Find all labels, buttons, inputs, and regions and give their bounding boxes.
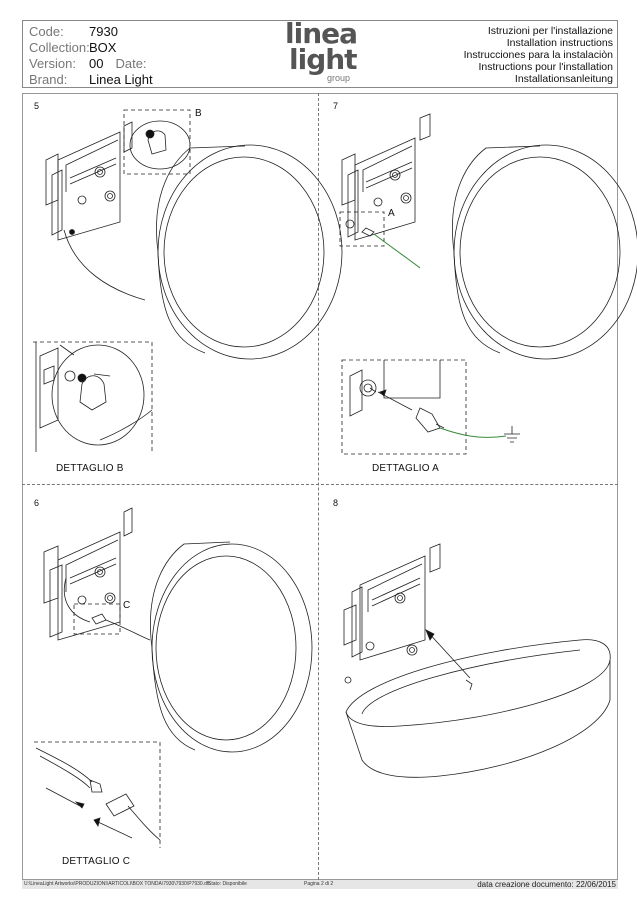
footer-file-path: U:\LineaLight Artworks\PRODUZIONI\ARTICO… — [24, 881, 210, 887]
document-header: Code: Collection: Version: Brand: 7930 B… — [22, 19, 618, 88]
step-6-callout: C — [123, 600, 131, 611]
brand-value: Linea Light — [89, 72, 153, 87]
step-5-number: 5 — [34, 101, 40, 111]
step-7-callout: A — [388, 208, 395, 219]
version-label: Version: — [29, 56, 76, 71]
step-6-number: 6 — [34, 498, 40, 508]
instruction-en: Installation instructions — [506, 37, 613, 49]
step-5-caption: DETTAGLIO B — [56, 463, 124, 474]
step-7-number: 7 — [333, 101, 339, 111]
instruction-fr: Instructions pour l'installation — [478, 61, 614, 73]
collection-label: Collection: — [29, 40, 90, 55]
code-label: Code: — [29, 24, 64, 39]
step7-lamp-drawing — [339, 113, 637, 360]
step-5-callout: B — [195, 108, 202, 119]
step-6-caption: DETTAGLIO C — [62, 856, 131, 867]
date-label: Date: — [115, 56, 147, 71]
horizontal-divider — [22, 484, 618, 485]
detail-c-drawing — [34, 741, 161, 848]
step6-lamp-drawing — [43, 507, 313, 753]
logo-line3: group — [327, 73, 351, 83]
step-7-caption: DETTAGLIO A — [372, 463, 440, 474]
step8-lamp-drawing — [343, 543, 611, 778]
logo-line1: linea — [285, 17, 358, 50]
drawing-frame — [22, 93, 618, 880]
instructions-list: Istruzioni per l'installazione Installat… — [464, 25, 613, 85]
header-labels: Code: Collection: Version: Brand: — [29, 24, 90, 88]
code-value: 7930 — [89, 24, 118, 39]
detail-a-drawing — [341, 359, 520, 455]
step5-lamp-drawing — [45, 109, 343, 360]
linea-light-logo: linea light group — [285, 19, 365, 87]
version-value: 00 — [89, 56, 104, 71]
instruction-it: Istruzioni per l'installazione — [487, 25, 613, 37]
detail-b-drawing — [33, 341, 153, 452]
brand-label: Brand: — [29, 72, 68, 87]
step-8-number: 8 — [333, 498, 339, 508]
logo-line2: light — [289, 43, 358, 76]
footer-page: Pagina 2 di 2 — [304, 881, 334, 887]
footer-status: Stato: Disponibile — [208, 881, 247, 887]
collection-value: BOX — [89, 40, 117, 55]
footer-creation-date: data creazione documento: 22/06/2015 — [477, 880, 616, 889]
instruction-es: Instrucciones para la instalaciòn — [463, 49, 613, 61]
document-footer: U:\LineaLight Artworks\PRODUZIONI\ARTICO… — [22, 880, 618, 889]
instruction-de: Installationsanleitung — [514, 73, 613, 85]
header-values: 7930 BOX 00 Date: Linea Light — [89, 24, 153, 88]
vertical-divider — [318, 93, 319, 880]
